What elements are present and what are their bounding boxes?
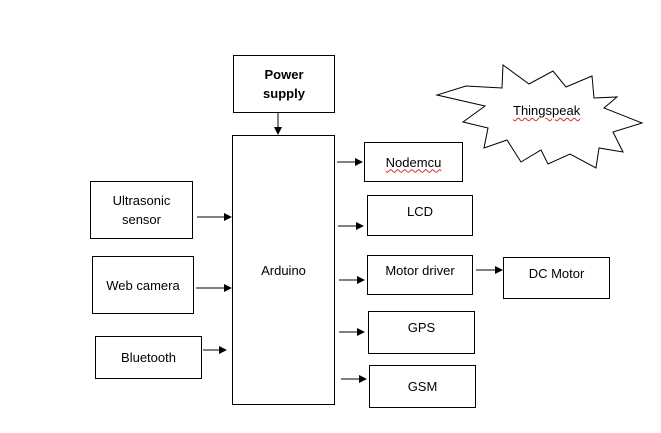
thingspeak-cloud-shape	[435, 64, 644, 169]
power-supply-block: Power supply	[233, 55, 335, 113]
dc-motor-block: DC Motor	[503, 257, 610, 299]
arduino-label: Arduino	[261, 262, 306, 278]
lcd-block: LCD	[367, 195, 473, 236]
thingspeak-label: Thingspeak	[513, 103, 581, 118]
ultrasonic-sensor-block: Ultrasonic sensor	[90, 181, 193, 239]
gsm-label: GSM	[407, 379, 438, 394]
nodemcu-block: Nodemcu	[364, 142, 463, 182]
web-camera-label: Web camera	[106, 277, 180, 293]
dc-motor-label: DC Motor	[528, 266, 585, 281]
gsm-block: GSM	[369, 365, 476, 408]
gps-block: GPS	[368, 311, 475, 354]
motor-driver-label: Motor driver	[385, 263, 455, 278]
lcd-label: LCD	[406, 204, 433, 219]
ultrasonic-sensor-label: Ultrasonic sensor	[112, 193, 171, 227]
bluetooth-label: Bluetooth	[121, 350, 176, 365]
arduino-block: Arduino	[232, 135, 335, 405]
motor-driver-block: Motor driver	[367, 255, 473, 295]
nodemcu-label: Nodemcu	[385, 154, 442, 170]
web-camera-block: Web camera	[92, 256, 194, 314]
power-supply-label: Power supply	[263, 67, 305, 101]
gps-label: GPS	[407, 320, 436, 335]
bluetooth-block: Bluetooth	[95, 336, 202, 379]
